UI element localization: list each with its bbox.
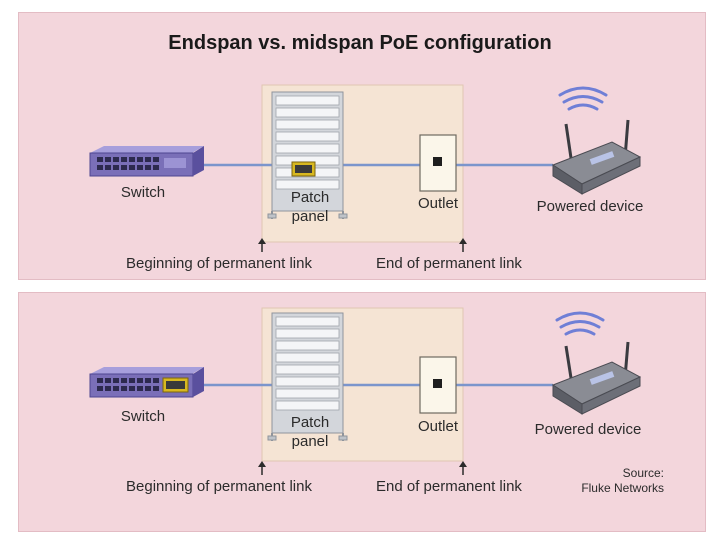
patch-label-line2: panel <box>291 433 329 450</box>
source-label: Source: <box>622 466 664 480</box>
source-name: Fluke Networks <box>581 481 664 495</box>
arrow-up-icon <box>459 238 467 252</box>
poe-module-icon <box>291 161 316 177</box>
patch-label-line1: Patch <box>290 189 330 206</box>
router-icon <box>551 119 642 195</box>
patch-label-line1: Patch <box>290 414 330 431</box>
arrow-up-icon <box>459 461 467 475</box>
device-label: Powered device <box>534 421 642 438</box>
router-icon <box>551 341 642 415</box>
outlet-icon <box>419 356 457 414</box>
arrow-up-icon <box>258 238 266 252</box>
begin-link-label: Beginning of permanent link <box>126 478 312 495</box>
outlet-icon <box>419 134 457 192</box>
end-link-label: End of permanent link <box>376 478 522 495</box>
switch-label: Switch <box>120 184 166 201</box>
patch-label-line2: panel <box>291 208 329 225</box>
device-label: Powered device <box>536 198 644 215</box>
patch-panel-icon <box>267 312 348 441</box>
end-link-label: End of permanent link <box>376 255 522 272</box>
source-credit: Source: Fluke Networks <box>560 466 664 496</box>
outlet-label: Outlet <box>417 418 459 435</box>
begin-link-label: Beginning of permanent link <box>126 255 312 272</box>
poe-module-icon <box>162 377 189 393</box>
arrow-up-icon <box>258 461 266 475</box>
patch-panel-icon <box>267 91 348 219</box>
diagram-title: Endspan vs. midspan PoE configuration <box>168 32 552 54</box>
switch-label: Switch <box>120 408 166 425</box>
wifi-signal-icon <box>558 86 608 111</box>
switch-icon <box>89 146 204 177</box>
wifi-signal-icon <box>555 311 605 336</box>
outlet-label: Outlet <box>417 195 459 212</box>
